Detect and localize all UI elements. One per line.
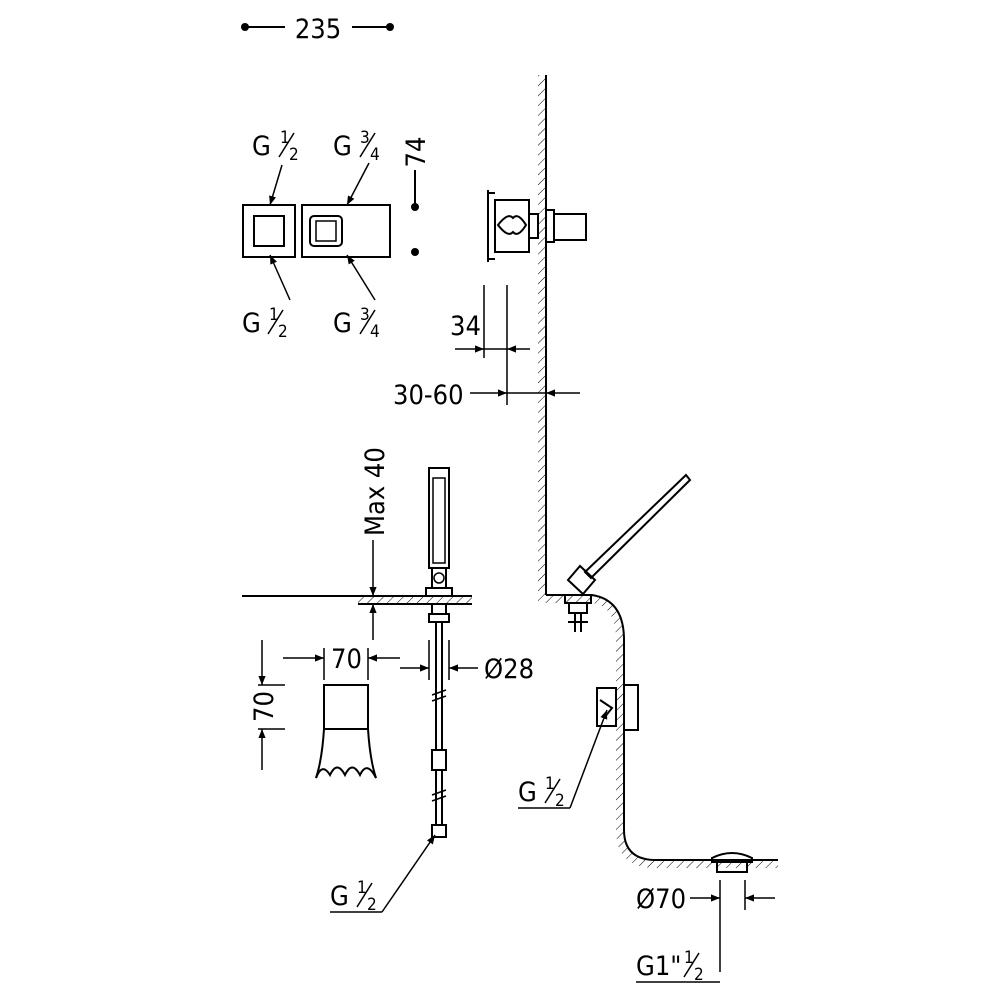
svg-text:1: 1 — [545, 774, 555, 794]
dimension-30-60: 30-60 — [393, 380, 580, 411]
dimension-70-vertical-label: 70 — [249, 691, 280, 722]
label-g-three-quarter-bottom: G 3 4 — [333, 305, 380, 342]
svg-text:2: 2 — [555, 791, 565, 811]
dimension-70-label: 70 — [331, 644, 362, 675]
svg-text:G: G — [518, 777, 537, 808]
wall-section — [538, 75, 778, 868]
dimension-diameter-28-label: Ø28 — [484, 654, 534, 685]
svg-text:G: G — [252, 131, 271, 162]
svg-text:4: 4 — [370, 322, 380, 342]
svg-text:3: 3 — [360, 305, 370, 325]
label-g1-half-waste: G1" 1 2 — [636, 948, 720, 985]
front-view — [242, 204, 391, 258]
label-g-half-bottom-left: G 1 2 — [242, 305, 288, 342]
svg-text:2: 2 — [289, 145, 299, 165]
bath-waste: Ø70 — [636, 852, 775, 972]
dimension-34-label: 34 — [450, 311, 481, 342]
svg-text:G: G — [242, 308, 261, 339]
side-handshower — [564, 473, 692, 632]
dimension-max-40: Max 40 — [360, 447, 391, 640]
svg-text:1: 1 — [269, 305, 279, 325]
dimension-74: 74 — [401, 137, 432, 256]
svg-text:G: G — [333, 131, 352, 162]
svg-text:G: G — [333, 308, 352, 339]
svg-text:3: 3 — [360, 128, 370, 148]
dimension-235-label: 235 — [295, 14, 341, 45]
label-g-half-top-left: G 1 2 — [252, 128, 299, 165]
svg-text:2: 2 — [278, 322, 288, 342]
square-base-detail: 70 70 — [249, 640, 400, 779]
svg-text:4: 4 — [370, 145, 380, 165]
deck-handshower — [242, 467, 472, 838]
front-view-leaders — [269, 162, 376, 301]
dimension-diameter-28: Ø28 — [400, 640, 534, 685]
svg-text:2: 2 — [367, 895, 377, 915]
svg-text:1: 1 — [357, 878, 367, 898]
dimension-74-label: 74 — [401, 137, 432, 168]
diverter-side-view — [487, 190, 587, 262]
label-g-three-quarter-top: G 3 4 — [333, 128, 380, 165]
svg-text:1: 1 — [684, 948, 694, 968]
label-g-half-spout: G 1 2 — [518, 709, 608, 811]
dimension-max-40-label: Max 40 — [360, 447, 391, 536]
dimension-34: 34 — [450, 285, 530, 405]
svg-text:G1": G1" — [636, 951, 681, 982]
bath-spout — [596, 684, 639, 731]
svg-text:1: 1 — [280, 128, 290, 148]
dimension-235: 235 — [241, 14, 394, 45]
svg-text:2: 2 — [694, 965, 704, 985]
dimension-diameter-70-label: Ø70 — [636, 884, 686, 915]
label-g-half-hose: G 1 2 — [330, 834, 436, 915]
dimension-30-60-label: 30-60 — [393, 380, 464, 411]
svg-text:G: G — [330, 881, 349, 912]
